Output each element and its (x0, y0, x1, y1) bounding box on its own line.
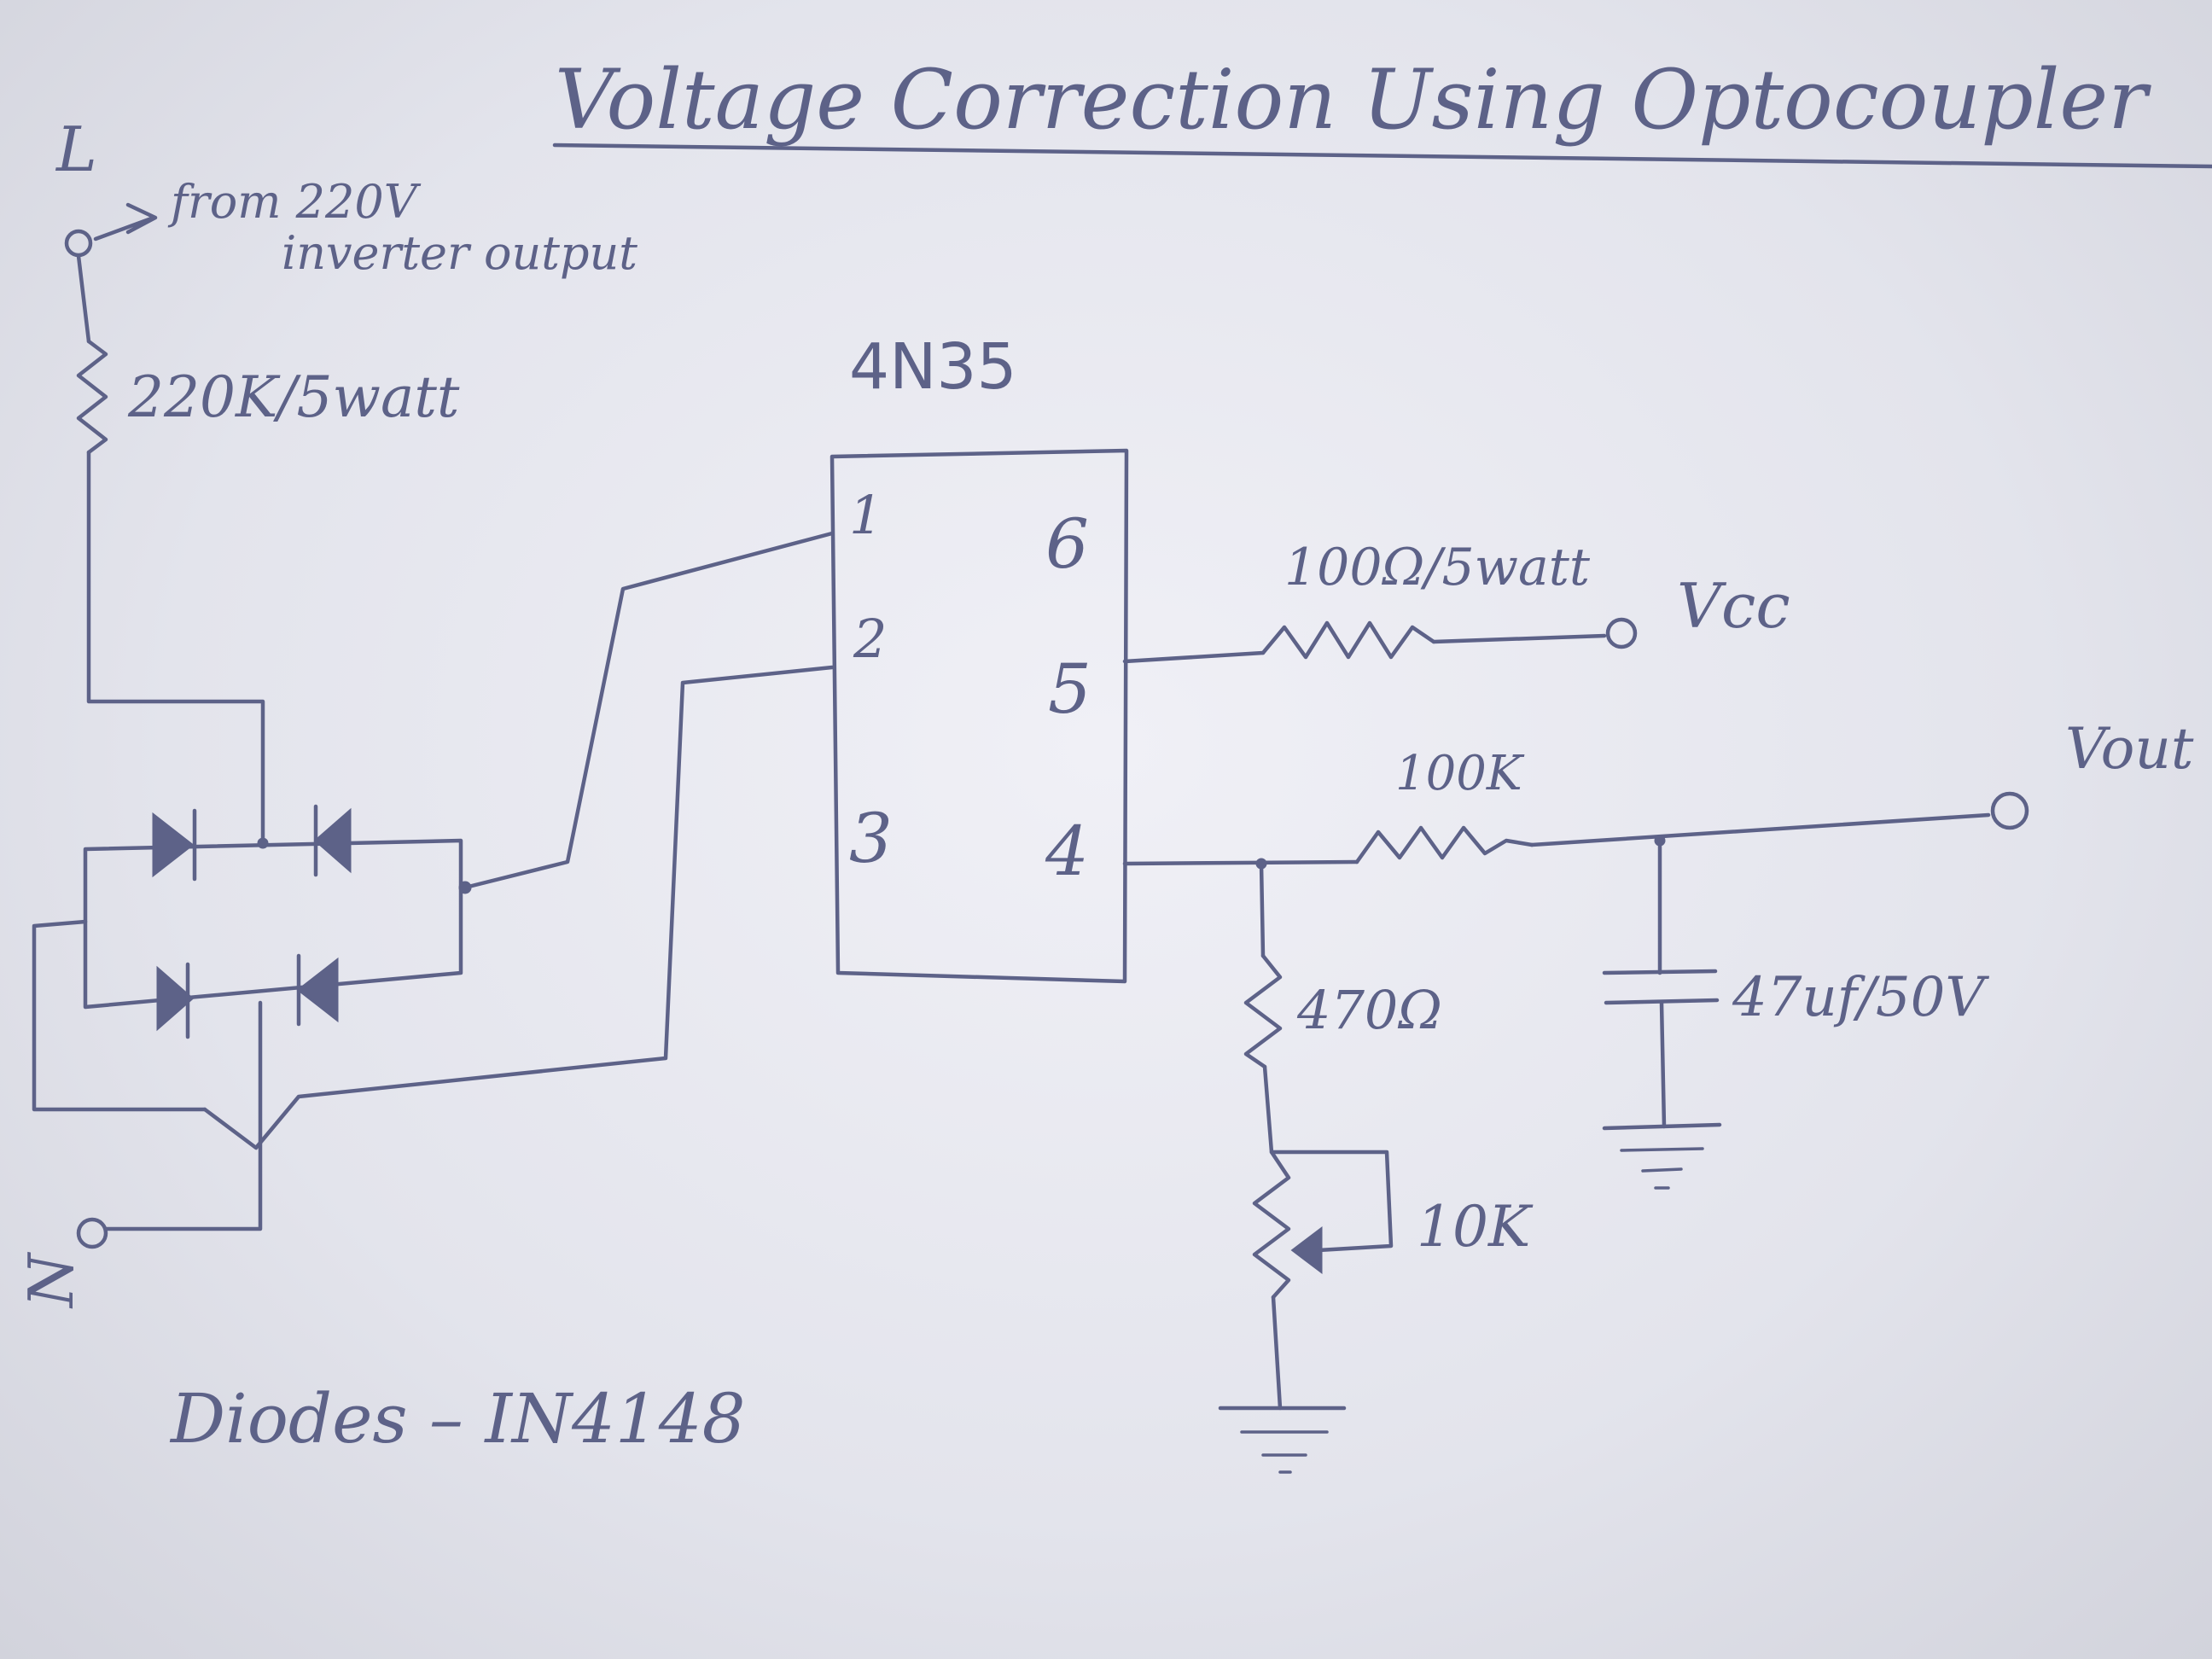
wire-cap-bottom (1659, 1000, 1667, 1129)
vout-label: Vout (2065, 716, 2194, 782)
line-terminal (64, 229, 93, 258)
diode-note: Diodes – IN4148 (169, 1379, 746, 1458)
resistor-out (1354, 825, 1534, 864)
bridge-outline (83, 838, 463, 1010)
resistor-vcc (1260, 620, 1436, 660)
opto-pin-2: 2 (853, 608, 887, 670)
resistor-vcc-label: 100Ω/5watt (1284, 538, 1591, 597)
opto-pin-4: 4 (1045, 812, 1089, 891)
opto-part-label: 4N35 (849, 330, 1017, 404)
title-text: Voltage Correction Using Optocoupler (555, 52, 2151, 148)
resistor-input-label: 220K/5watt (127, 364, 460, 430)
opto-pin-1: 1 (849, 484, 882, 546)
diode-d3 (156, 962, 195, 1039)
ground-symbol-2 (1602, 1122, 1722, 1190)
line-label: L (55, 114, 97, 185)
opto-pin-5: 5 (1048, 649, 1091, 729)
vcc-terminal (1605, 617, 1638, 649)
wire-bridge-left-loop (32, 919, 207, 1112)
diode-d2 (313, 804, 352, 877)
wire-neutral (104, 1000, 263, 1231)
wire-pot-wiper (1262, 1064, 1394, 1253)
diode-d4 (296, 953, 339, 1027)
wire-vcc (1431, 633, 1607, 644)
wire-l-top (76, 253, 91, 344)
capacitor-plate-top (1602, 969, 1718, 975)
wire-emitter-down (1259, 861, 1266, 958)
wire-pin5 (1122, 650, 1266, 664)
neutral-terminal (76, 1217, 108, 1249)
wire-pin2 (202, 665, 835, 1150)
vout-terminal (1990, 791, 2029, 830)
wire-ground-1 (1271, 1295, 1283, 1411)
source-note-1: from 220V (167, 175, 422, 229)
pot-wiper-arrow (1290, 1225, 1323, 1275)
resistor-emitter (1243, 953, 1283, 1069)
resistor-input (76, 339, 108, 455)
wire-pin1 (463, 531, 835, 890)
opto-pin-6: 6 (1045, 504, 1089, 584)
potentiometer-label: 10K (1417, 1194, 1534, 1260)
potentiometer (1252, 1150, 1291, 1300)
line-arrow (93, 202, 158, 242)
vcc-label: Vcc (1677, 570, 1790, 642)
wire-vout (1529, 812, 1991, 847)
source-note-2: inverter output (282, 226, 637, 280)
node-bridge-top (257, 837, 269, 849)
title-underline (552, 143, 2212, 169)
capacitor-label: 47uf/50V (1732, 966, 1989, 1029)
wire-pin4 (1122, 859, 1359, 866)
diode-d1 (152, 808, 197, 882)
ground-symbol-1 (1218, 1406, 1347, 1474)
opto-body (830, 448, 1129, 984)
opto-pin-3: 3 (849, 799, 893, 878)
wire-l-bridge (86, 450, 265, 843)
resistor-emitter-label: 470Ω (1296, 979, 1442, 1041)
neutral-label: N (15, 1251, 87, 1309)
resistor-out-label: 100K (1395, 746, 1525, 801)
